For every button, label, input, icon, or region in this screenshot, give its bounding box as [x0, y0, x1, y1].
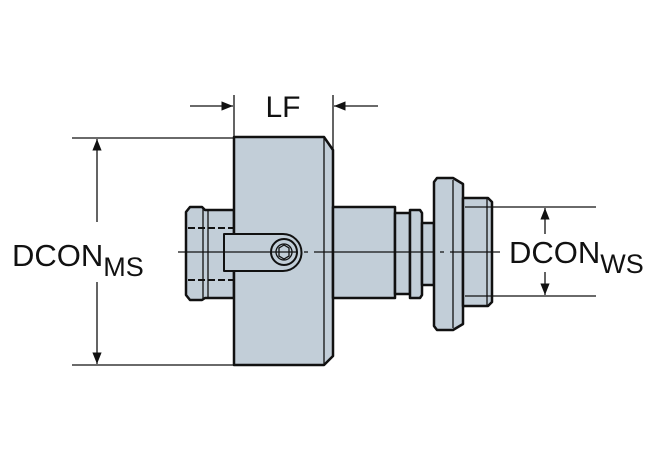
dcon-ws-label: DCON	[509, 235, 600, 270]
dcon-ws-subscript: WS	[600, 249, 644, 279]
dimension-dcon-ws: DCONWS	[465, 206, 644, 297]
dcon-ms-label: DCON	[12, 238, 103, 273]
dimension-dcon-ms: DCONMS	[12, 137, 234, 366]
dimension-lf: LF	[190, 91, 378, 150]
svg-text:DCONMS: DCONMS	[12, 238, 144, 282]
lf-label: LF	[265, 91, 300, 124]
svg-text:DCONWS: DCONWS	[509, 235, 644, 279]
dcon-ms-subscript: MS	[103, 252, 144, 282]
work-side-flange	[432, 176, 494, 332]
